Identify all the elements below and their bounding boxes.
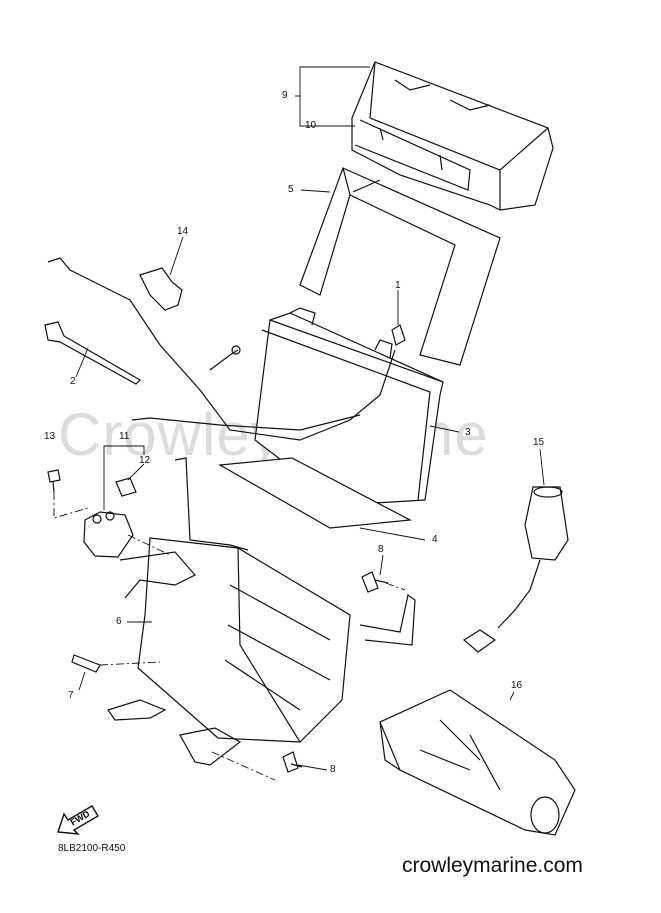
callout-13: 13 [44, 431, 56, 442]
heat-cover[interactable] [379, 689, 576, 836]
callout-3: 3 [465, 427, 471, 438]
starter-relay[interactable] [83, 511, 134, 558]
cable-tie[interactable] [44, 321, 141, 385]
callout-12: 12 [139, 455, 151, 466]
diagram-code: 8LB2100-R450 [58, 843, 126, 854]
bolt-upper[interactable] [361, 571, 389, 593]
callout-8-upper: 8 [378, 544, 384, 555]
callout-15: 15 [533, 437, 545, 448]
cover-plate[interactable] [299, 167, 501, 366]
callout-2: 2 [70, 376, 76, 387]
callout-14: 14 [177, 226, 189, 237]
callout-10: 10 [305, 120, 317, 131]
fwd-arrow-icon: FWD [56, 800, 102, 841]
callout-4: 4 [432, 534, 438, 545]
bolt-lower[interactable] [282, 751, 303, 773]
callout-8-lower: 8 [330, 764, 336, 775]
leader-lines [53, 66, 545, 781]
callout-1: 1 [395, 280, 401, 291]
fuse[interactable] [115, 477, 137, 497]
callout-7: 7 [68, 690, 74, 701]
callout-16: 16 [511, 680, 523, 691]
callout-6: 6 [116, 616, 122, 627]
battery[interactable] [254, 307, 444, 506]
footer-url[interactable]: crowleymarine.com [402, 854, 583, 877]
power-socket[interactable] [462, 486, 569, 653]
rubber-strip[interactable] [71, 654, 101, 673]
clamp[interactable] [139, 267, 183, 311]
callout-9: 9 [282, 90, 288, 101]
battery-cover[interactable] [351, 61, 554, 211]
battery-box[interactable] [107, 457, 416, 766]
callout-5: 5 [288, 184, 294, 195]
battery-pad[interactable] [218, 457, 413, 529]
battery-cable[interactable] [47, 257, 406, 441]
callout-11: 11 [119, 431, 130, 442]
screw[interactable] [47, 469, 61, 493]
